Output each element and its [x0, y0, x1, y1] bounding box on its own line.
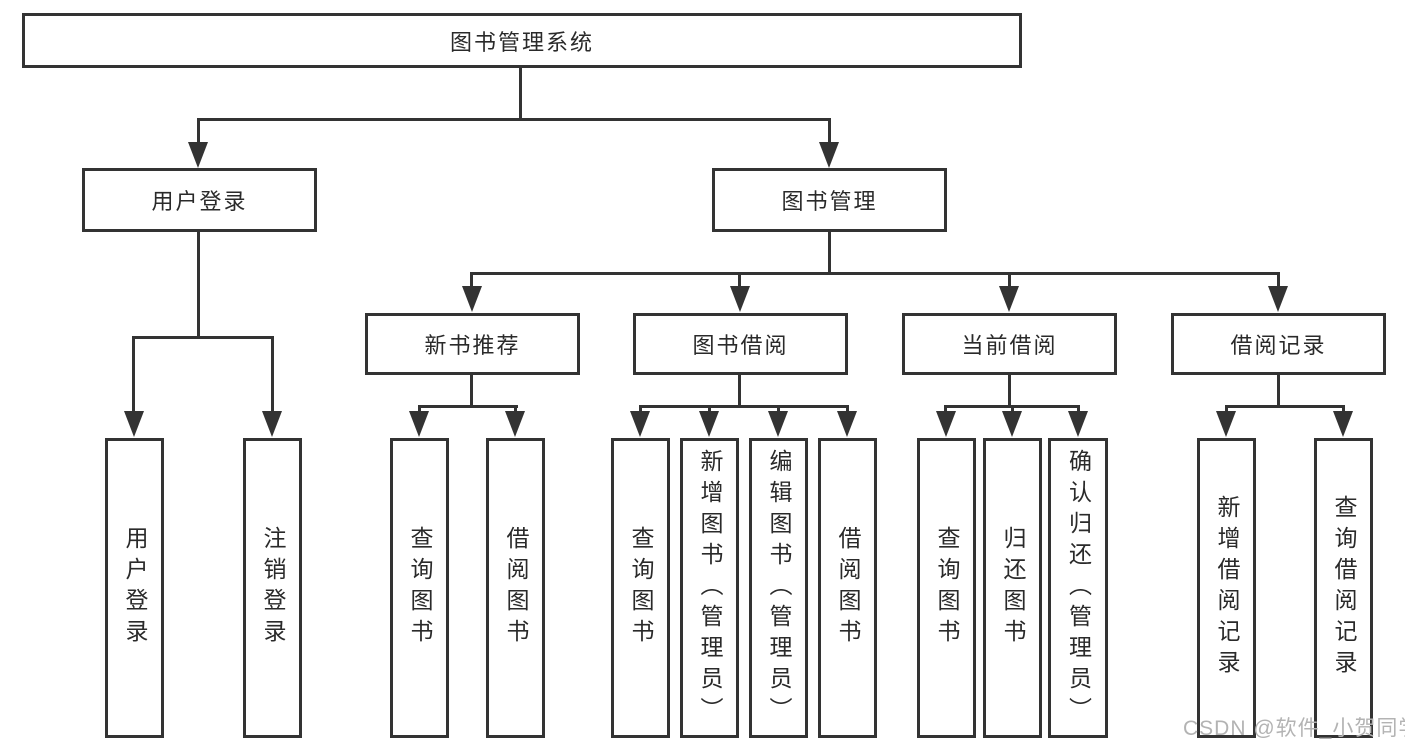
arrowhead-icon — [409, 411, 429, 437]
csdn-watermark: CSDN @软件_小贺同学 — [1183, 717, 1405, 740]
arrowhead-icon — [630, 411, 650, 437]
leaf-newrec-borrow-books: 借阅图书 — [486, 438, 545, 738]
arrowhead-icon — [505, 411, 525, 437]
arrowhead-icon — [124, 411, 144, 437]
connector-line — [828, 232, 831, 275]
connector-line — [197, 118, 831, 121]
node-label: 编辑图书（管理员） — [766, 448, 792, 728]
connector-line — [197, 232, 200, 339]
arrowhead-icon — [768, 411, 788, 437]
connector-line — [828, 118, 831, 146]
arrowhead-icon — [188, 142, 208, 168]
arrowhead-icon — [1002, 411, 1022, 437]
connector-line — [777, 405, 780, 414]
connector-line — [1342, 405, 1345, 414]
arrowhead-icon — [936, 411, 956, 437]
node-label: 借阅记录 — [1230, 333, 1327, 358]
leaf-newrec-query-books: 查询图书 — [390, 438, 449, 738]
node-label: 注销登录 — [260, 526, 286, 650]
leaf-borrow-borrow-books: 借阅图书 — [818, 438, 877, 738]
connector-line — [1225, 405, 1228, 414]
leaf-borrow-add-books: 新增图书（管理员） — [680, 438, 739, 738]
connector-line — [1225, 405, 1345, 408]
node-label: 图书借阅 — [692, 333, 789, 358]
node-label: 图书管理 — [781, 189, 878, 214]
connector-line — [846, 405, 849, 414]
node-label: 图书管理系统 — [449, 29, 594, 55]
arrowhead-icon — [999, 286, 1019, 312]
connector-line — [944, 405, 947, 414]
arrowhead-icon — [1216, 411, 1236, 437]
connector-line — [470, 272, 473, 290]
arrowhead-icon — [462, 286, 482, 312]
connector-line — [1077, 405, 1080, 414]
connector-line — [132, 336, 135, 414]
connector-line — [639, 405, 642, 414]
connector-line — [1277, 272, 1280, 290]
node-label: 用户登录 — [122, 526, 148, 650]
leaf-logout: 注销登录 — [243, 438, 302, 738]
node-label: 借阅图书 — [503, 526, 529, 650]
leaf-borrow-edit-books: 编辑图书（管理员） — [749, 438, 808, 738]
connector-line — [470, 272, 1280, 275]
node-label: 查询图书 — [628, 526, 654, 650]
leaf-user-login: 用户登录 — [105, 438, 164, 738]
arrowhead-icon — [730, 286, 750, 312]
node-label: 查询图书 — [934, 526, 960, 650]
connector-line — [1277, 375, 1280, 407]
node-user-login: 用户登录 — [82, 168, 317, 232]
arrowhead-icon — [837, 411, 857, 437]
arrowhead-icon — [699, 411, 719, 437]
connector-line — [738, 272, 741, 290]
connector-line — [418, 405, 518, 408]
node-label: 查询图书 — [407, 526, 433, 650]
arrowhead-icon — [1268, 286, 1288, 312]
connector-line — [418, 405, 421, 414]
connector-line — [514, 405, 517, 414]
node-label: 新增图书（管理员） — [697, 448, 723, 728]
connector-line — [470, 375, 473, 407]
node-label: 查询借阅记录 — [1331, 495, 1357, 681]
node-label: 当前借阅 — [961, 333, 1058, 358]
node-library-system: 图书管理系统 — [22, 13, 1022, 68]
leaf-records-query-record: 查询借阅记录 — [1314, 438, 1373, 738]
node-label: 用户登录 — [151, 189, 248, 214]
leaf-borrow-query-books: 查询图书 — [611, 438, 670, 738]
connector-line — [1008, 375, 1011, 407]
connector-line — [1008, 272, 1011, 290]
node-borrow-records: 借阅记录 — [1171, 313, 1386, 375]
node-book-management: 图书管理 — [712, 168, 947, 232]
node-label: 新增借阅记录 — [1214, 495, 1240, 681]
connector-line — [708, 405, 711, 414]
connector-line — [1011, 405, 1014, 414]
node-label: 归还图书 — [1000, 526, 1026, 650]
arrowhead-icon — [262, 411, 282, 437]
node-label: 借阅图书 — [835, 526, 861, 650]
node-new-book-recommend: 新书推荐 — [365, 313, 580, 375]
leaf-current-confirm-return: 确认归还（管理员） — [1048, 438, 1108, 738]
connector-line — [271, 336, 274, 414]
connector-line — [738, 375, 741, 407]
leaf-records-add-record: 新增借阅记录 — [1197, 438, 1256, 738]
node-current-borrow: 当前借阅 — [902, 313, 1117, 375]
connector-line — [197, 118, 200, 146]
node-label: 确认归还（管理员） — [1065, 448, 1092, 728]
leaf-current-query-books: 查询图书 — [917, 438, 976, 738]
arrowhead-icon — [1068, 411, 1088, 437]
arrowhead-icon — [819, 142, 839, 168]
connector-line — [639, 405, 849, 408]
node-book-borrow: 图书借阅 — [633, 313, 848, 375]
node-label: 新书推荐 — [424, 333, 521, 358]
leaf-current-return-books: 归还图书 — [983, 438, 1042, 738]
arrowhead-icon — [1333, 411, 1353, 437]
connector-line — [519, 68, 522, 120]
connector-line — [132, 336, 274, 339]
